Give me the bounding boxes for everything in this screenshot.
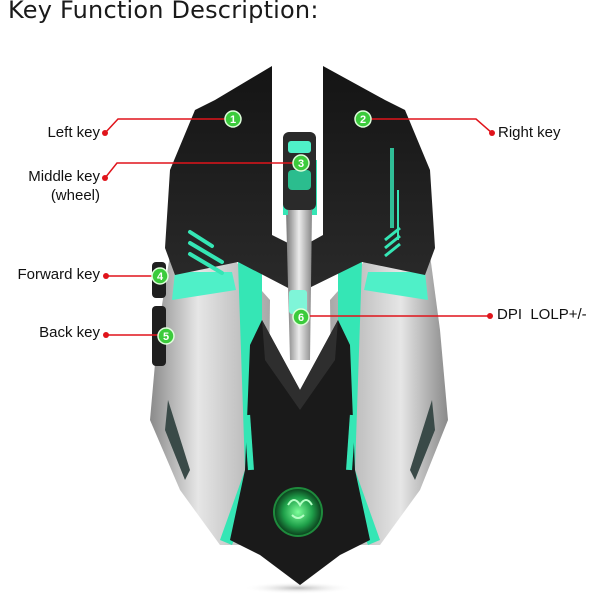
right-button[interactable] xyxy=(305,66,435,290)
svg-text:3: 3 xyxy=(298,158,304,170)
label-middle-key: Middle key xyxy=(28,168,100,185)
left-decor-stripes xyxy=(188,230,224,275)
right-decor-text xyxy=(384,148,401,258)
right-side-vent xyxy=(410,400,435,480)
svg-text:5: 5 xyxy=(163,331,169,343)
wheel-light xyxy=(288,170,311,190)
left-side-vent xyxy=(165,400,190,480)
left-button[interactable] xyxy=(165,66,292,290)
badge-3: 3 xyxy=(292,154,310,172)
svg-text:4: 4 xyxy=(157,271,164,283)
wheel-top-light xyxy=(288,141,311,153)
logo-glyph xyxy=(287,499,313,519)
left-upper-glow xyxy=(172,272,236,300)
page-title: Key Function Description: xyxy=(8,0,319,24)
center-strip xyxy=(286,210,312,360)
svg-text:6: 6 xyxy=(298,312,304,324)
label-left-key: Left key xyxy=(47,124,100,141)
badge-1: 1 xyxy=(224,110,242,128)
badge-2: 2 xyxy=(354,110,372,128)
palm-chevron xyxy=(262,320,338,410)
left-palm-slit xyxy=(244,414,254,471)
label-middle-key-sub: (wheel) xyxy=(50,187,100,204)
label-dpi: DPI LOLP+/- xyxy=(497,306,587,323)
floor-shadow xyxy=(243,582,353,594)
label-right-key: Right key xyxy=(498,124,561,141)
badge-5: 5 xyxy=(157,327,175,345)
svg-text:2: 2 xyxy=(360,114,366,126)
dpi-button[interactable] xyxy=(289,290,307,314)
callout-lines xyxy=(104,118,493,336)
badge-6: 6 xyxy=(292,308,310,326)
callout-dots xyxy=(102,130,495,338)
label-forward-key: Forward key xyxy=(17,266,100,283)
label-back-key: Back key xyxy=(39,324,100,341)
svg-text:1: 1 xyxy=(230,114,236,126)
right-upper-glow xyxy=(364,272,428,300)
scorpion-logo-icon xyxy=(273,487,323,537)
badge-4: 4 xyxy=(151,267,169,285)
palm-rest xyxy=(230,320,370,585)
left-side-shell xyxy=(150,255,270,545)
right-palm-slit xyxy=(346,414,356,471)
